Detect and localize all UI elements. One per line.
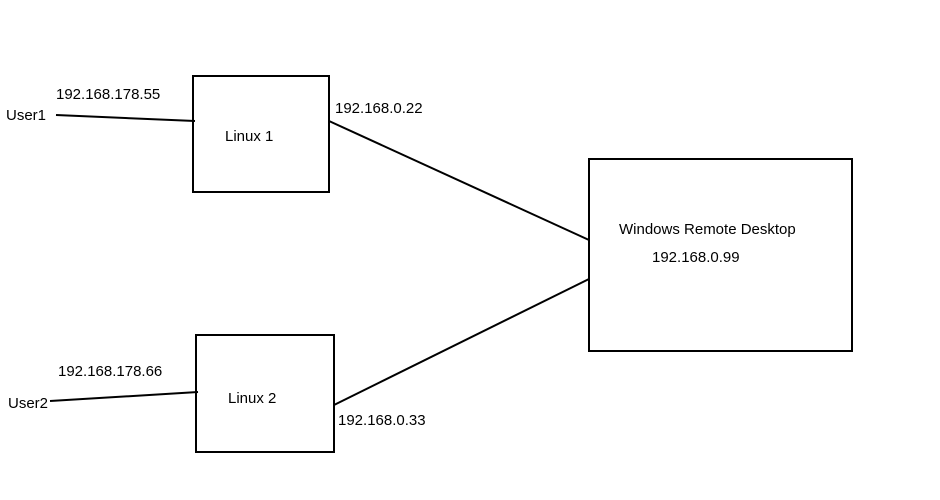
linux1-label: Linux 1 (225, 128, 274, 145)
linux1-windows-line (328, 120, 590, 241)
user1-label: User1 (6, 107, 47, 124)
windows-ip-label: 192.168.0.99 (652, 249, 740, 266)
linux2-box (195, 334, 335, 453)
windows-label: Windows Remote Desktop (619, 221, 796, 238)
user2-linux2-line (49, 391, 199, 402)
user2-ip-label: 192.168.178.66 (58, 363, 163, 380)
linux1-ip-label: 192.168.0.22 (335, 100, 423, 117)
linux2-label: Linux 2 (228, 390, 277, 407)
user2-label: User2 (8, 395, 49, 412)
linux1-box (192, 75, 330, 193)
user1-ip-label: 192.168.178.55 (56, 86, 161, 103)
linux2-windows-line (333, 278, 590, 406)
windows-box (588, 158, 853, 352)
linux2-ip-label: 192.168.0.33 (338, 412, 426, 429)
user1-linux1-line (55, 114, 196, 122)
